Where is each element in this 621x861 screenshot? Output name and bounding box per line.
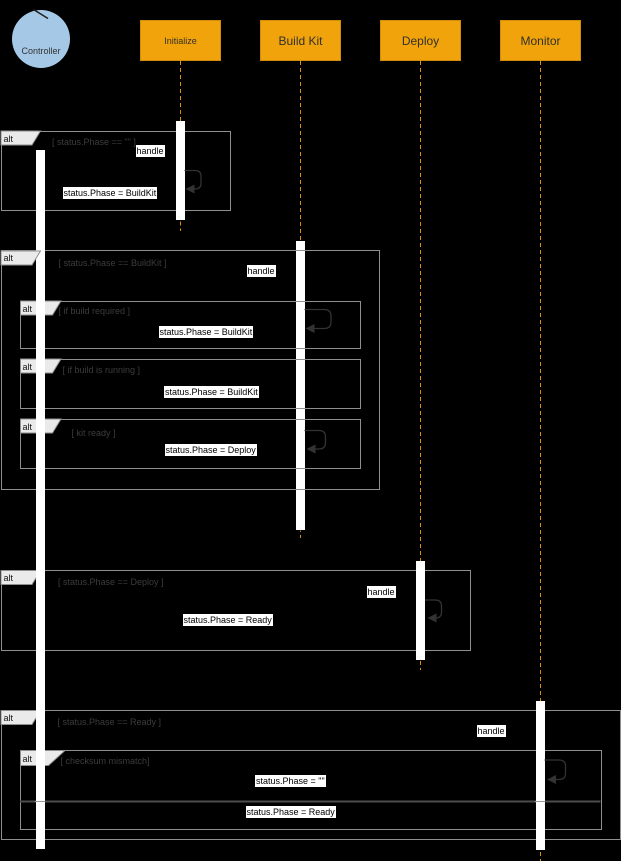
svg-text:Controller: Controller: [21, 46, 60, 56]
